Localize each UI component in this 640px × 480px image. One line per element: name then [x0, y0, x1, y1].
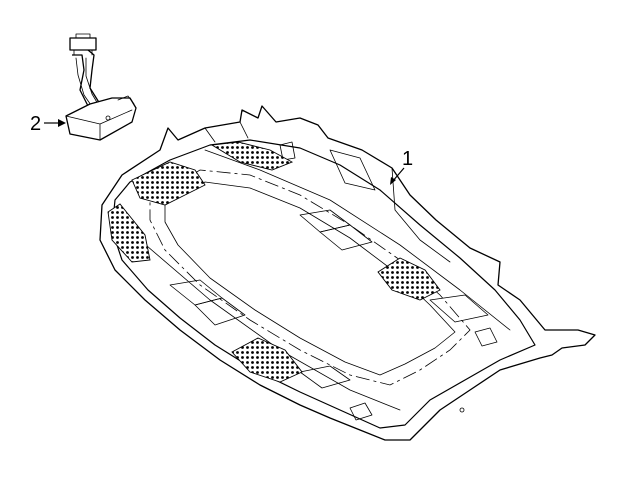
tab-small: [349, 402, 373, 421]
module-top-edge: [65, 109, 133, 141]
callout-2-number: 2: [30, 113, 41, 135]
module-clip: [117, 95, 135, 105]
callout-1-number: 1: [402, 148, 413, 170]
module-wire-1: [75, 57, 94, 109]
center-recess-dashed: [149, 169, 471, 386]
callout-2: 2: [30, 113, 66, 135]
center-panel: [164, 181, 456, 376]
callout-1: 1: [390, 148, 413, 185]
clip-top: [279, 141, 296, 161]
speaker-grille-front-left: [131, 161, 206, 206]
tab-small-2: [474, 327, 498, 347]
speaker-grille-bottom: [231, 337, 303, 383]
housing-outline: [99, 105, 596, 441]
lamp-module: [65, 33, 137, 141]
slot-7: [329, 149, 376, 191]
slot-4: [194, 297, 246, 326]
screw-hole: [459, 407, 465, 413]
speaker-grille-right: [377, 257, 441, 301]
module-wire-2: [85, 57, 99, 105]
slot-6: [429, 294, 489, 323]
housing-inner-rim: [111, 139, 536, 429]
wall-right: [391, 167, 451, 263]
speaker-grille-left: [107, 203, 151, 263]
slot-2: [319, 224, 373, 251]
ridge-right: [204, 149, 511, 331]
module-housing: [65, 97, 137, 141]
overhead-console-housing: [99, 105, 596, 441]
callout-2-arrowhead: [58, 119, 66, 127]
slot-5: [299, 365, 351, 389]
module-screw: [105, 115, 111, 121]
wire-connector: [69, 37, 97, 51]
wire-connector-detail: [73, 33, 93, 56]
speaker-grille-top: [210, 141, 294, 171]
wall-left: [204, 121, 249, 143]
callout-1-arrowhead: [390, 177, 396, 185]
